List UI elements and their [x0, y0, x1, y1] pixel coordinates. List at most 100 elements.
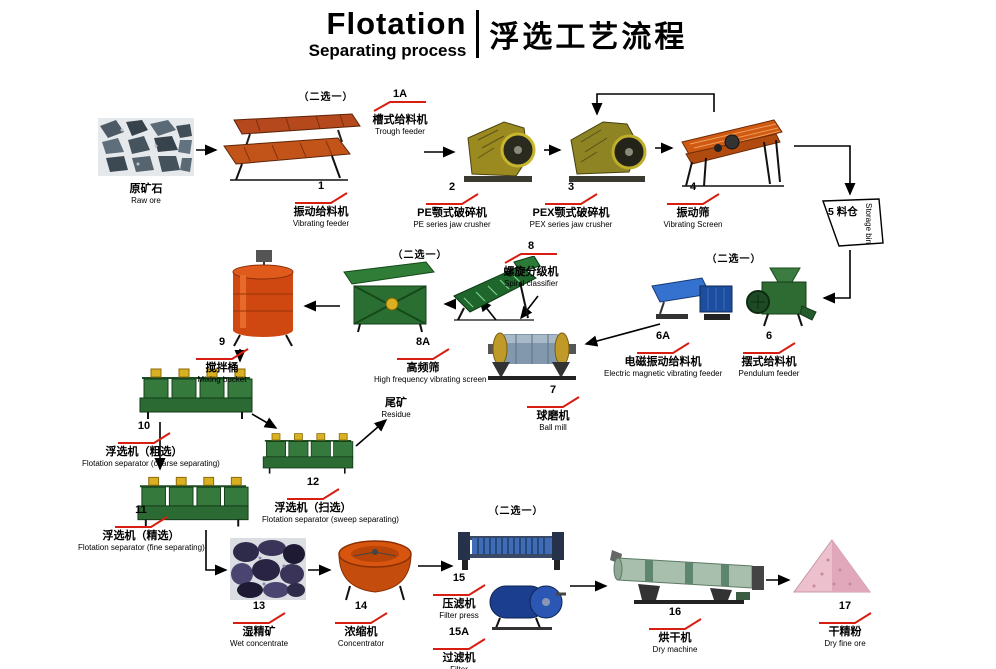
label-en: PEX series jaw crusher	[529, 220, 613, 230]
label-number: 12	[306, 476, 320, 488]
label-residue: 尾矿 Residue	[366, 396, 426, 420]
page-title: Flotation Separating process 浮选工艺流程	[0, 8, 996, 59]
callout-line	[667, 193, 720, 206]
label-en: Flotation separator (fine separating)	[78, 543, 205, 553]
label-zh: PEX颚式破碎机	[532, 207, 610, 220]
label-zh: 槽式给料机	[372, 114, 428, 127]
label-number: 1A	[392, 88, 408, 100]
spiral-classifier-illustration	[450, 256, 552, 322]
callout-line	[118, 432, 171, 445]
callout-line	[433, 584, 486, 597]
label-zh: 浓缩机	[344, 626, 378, 639]
electromagnetic-feeder-illustration	[650, 270, 738, 330]
label-en: Mixing bucket	[197, 375, 247, 385]
label-en: PE series jaw crusher	[413, 220, 491, 230]
wet-concentrate-image	[230, 538, 306, 600]
label-flotation-coarse: 10 浮选机（粗选） Flotation separator (coarse s…	[82, 420, 220, 469]
choice-note-feeders2: （二选一）	[706, 254, 762, 265]
label-number: 8A	[415, 336, 431, 348]
label-zh: 振动筛	[676, 207, 710, 220]
flotation-fine-illustration	[134, 472, 252, 528]
label-en: Vibrating Screen	[663, 220, 723, 230]
label-en: Filter	[420, 665, 498, 669]
title-zh: 浮选工艺流程	[489, 20, 688, 54]
label-dryer: 16 烘干机 Dry machine	[634, 606, 716, 655]
choice-note-feeders: （二选一）	[298, 92, 354, 103]
label-vibrating-feeder: 1 振动给料机 Vibrating feeder	[282, 180, 360, 229]
label-zh: 压滤机	[442, 598, 476, 611]
label-spiral-classifier: 8 螺旋分级机 Spiral classifier	[488, 240, 574, 289]
label-zh: 高频筛	[406, 362, 440, 375]
feeder-group-illustration	[220, 110, 372, 182]
callout-line	[527, 396, 580, 409]
storage-bin-label-en: Storage bin	[864, 203, 873, 244]
label-mixing-bucket: 9 搅拌桶 Mixing bucket	[184, 336, 260, 385]
label-ball-mill: 7 球磨机 Ball mill	[520, 384, 586, 433]
label-number: 16	[668, 606, 682, 618]
callout-line	[295, 192, 348, 205]
callout-line	[426, 193, 479, 206]
label-en: Flotation separator (coarse separating)	[82, 459, 220, 469]
label-raw-ore: 原矿石 Raw ore	[96, 182, 196, 206]
storage-bin-label: 5 料仓	[828, 204, 878, 219]
label-zh: 螺旋分级机	[503, 266, 559, 279]
label-concentrator: 14 浓缩机 Concentrator	[316, 600, 406, 649]
flow-arrow	[591, 93, 715, 116]
dry-fine-ore-illustration	[792, 536, 872, 596]
mixing-bucket-illustration	[226, 248, 300, 348]
flotation-coarse-illustration	[136, 364, 256, 420]
label-number: 13	[252, 600, 266, 612]
label-pex-jaw-crusher: 3 PEX颚式破碎机 PEX series jaw crusher	[526, 181, 616, 230]
raw-ore-image	[98, 118, 194, 176]
label-number: 10	[137, 420, 151, 432]
label-electromagnetic-feeder: 6A 电磁振动给料机 Electric magnetic vibrating f…	[604, 330, 722, 379]
filter-press-illustration	[456, 522, 566, 572]
label-filter: 15A 过滤机 Filter	[420, 626, 498, 669]
callout-line	[196, 348, 249, 361]
label-number: 15	[452, 572, 466, 584]
title-divider	[476, 9, 480, 58]
label-dry-fine-ore: 17 干精粉 Dry fine ore	[806, 600, 884, 649]
pe-jaw-crusher-illustration	[458, 118, 542, 186]
label-en: Spiral classifier	[504, 279, 558, 289]
label-number: 3	[567, 181, 575, 193]
label-number: 9	[218, 336, 226, 348]
label-wet-concentrate: 13 湿精矿 Wet concentrate	[212, 600, 306, 649]
ball-mill-illustration	[486, 318, 578, 382]
label-number: 5	[828, 206, 834, 218]
label-en: Raw ore	[131, 196, 161, 206]
label-pendulum-feeder: 6 摆式给料机 Pendulum feeder	[726, 330, 812, 379]
label-en: Concentrator	[337, 639, 385, 649]
label-zh: 尾矿	[385, 397, 407, 409]
label-pe-jaw-crusher: 2 PE颚式破碎机 PE series jaw crusher	[410, 181, 494, 230]
label-en: High frequency vibrating screen	[374, 375, 487, 385]
concentrator-illustration	[334, 534, 416, 602]
label-flotation-fine: 11 浮选机（精选） Flotation separator (fine sep…	[78, 504, 205, 553]
label-zh: 摆式给料机	[741, 356, 797, 369]
title-english: Flotation Separating process	[309, 8, 467, 59]
high-frequency-screen-illustration	[342, 260, 442, 334]
label-number: 6	[765, 330, 773, 342]
callout-line	[504, 253, 557, 264]
label-en: Electric magnetic vibrating feeder	[604, 369, 723, 379]
label-number: 8	[527, 240, 535, 252]
label-zh: 电磁振动给料机	[624, 356, 702, 369]
callout-line	[233, 612, 286, 625]
label-vibrating-screen: 4 振动筛 Vibrating Screen	[654, 181, 732, 230]
vibrating-screen-illustration	[676, 112, 794, 188]
label-en: Dry fine ore	[824, 639, 866, 649]
label-number: 6A	[655, 330, 671, 342]
label-zh: 浮选机（精选）	[102, 530, 180, 543]
filter-illustration	[484, 576, 568, 630]
label-en: Vibrating feeder	[292, 219, 350, 229]
label-number: 17	[838, 600, 852, 612]
label-number: 15A	[448, 626, 470, 638]
choice-note-filters: （二选一）	[488, 506, 544, 517]
callout-line	[637, 342, 690, 355]
label-number: 14	[354, 600, 368, 612]
callout-line	[819, 612, 872, 625]
label-en: Dry machine	[652, 645, 698, 655]
pendulum-feeder-illustration	[746, 266, 820, 328]
label-number: 4	[689, 181, 697, 193]
